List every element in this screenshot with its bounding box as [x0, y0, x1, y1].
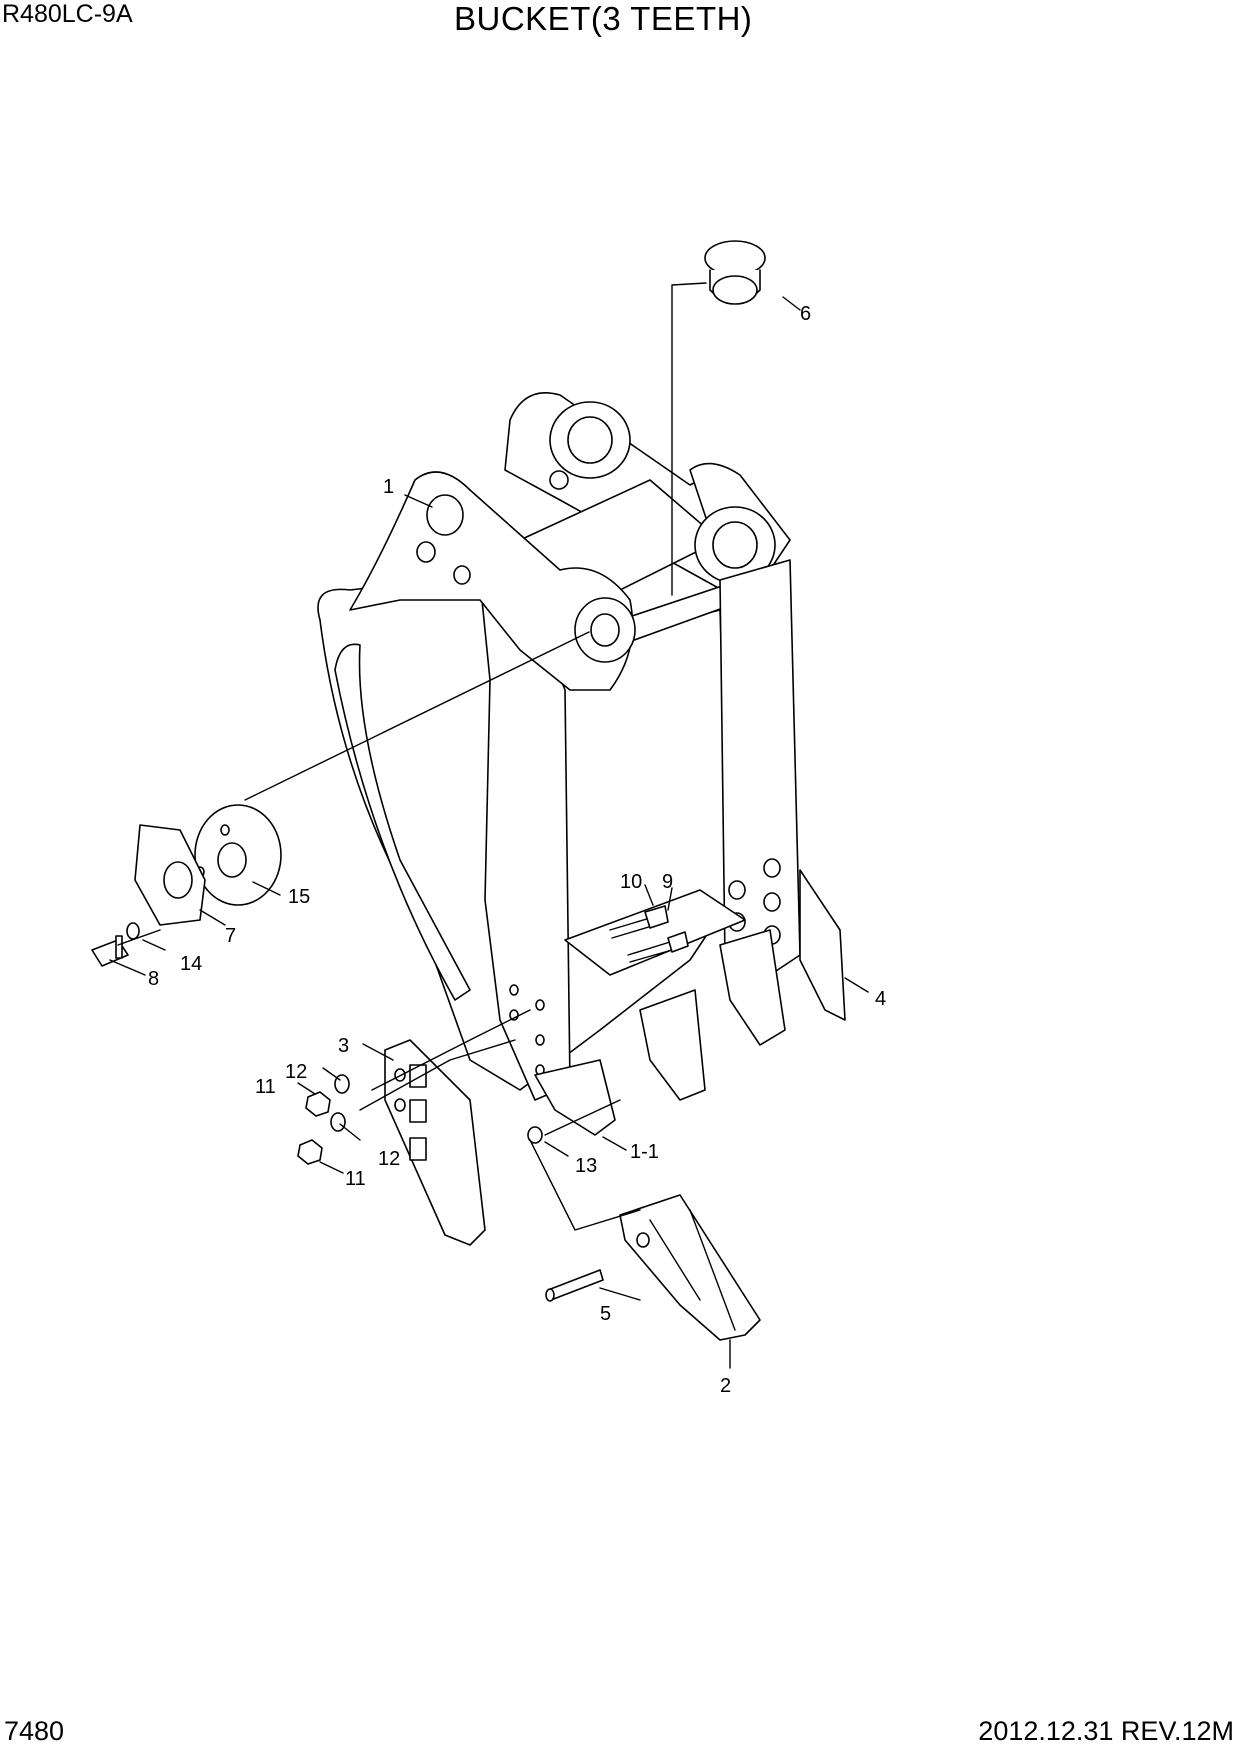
callout-11b: 11	[345, 1168, 366, 1190]
shim-part-15	[194, 804, 282, 906]
side-protector-part-3	[384, 1039, 486, 1246]
model-number: R480LC-9A	[2, 0, 133, 28]
page-number: 7480	[4, 1716, 65, 1746]
bolt-part-8	[91, 922, 161, 967]
revision-date: 2012.12.31 REV.12M	[978, 1716, 1234, 1746]
bushing-part-6	[704, 240, 766, 305]
bolts-part-9-10	[609, 905, 689, 963]
side-cutter-right	[799, 869, 846, 1021]
pin-part-5	[545, 1269, 604, 1302]
callout-13: 13	[575, 1155, 597, 1177]
boss-plate-part-7	[134, 824, 206, 926]
callout-15: 15	[288, 886, 310, 908]
washer-part-13	[527, 1126, 543, 1144]
tooth-part-2	[619, 1194, 761, 1341]
callout-7: 7	[225, 925, 236, 947]
callout-14: 14	[180, 953, 202, 975]
callout-4: 4	[875, 988, 886, 1010]
callout-3: 3	[338, 1035, 349, 1057]
callout-12b: 12	[378, 1148, 400, 1170]
callout-1-1: 1-1	[630, 1141, 659, 1163]
callout-6: 6	[800, 303, 811, 325]
bucket-body	[317, 391, 801, 1101]
nuts-washers-part-11-12	[297, 1074, 350, 1165]
callout-8: 8	[148, 968, 159, 990]
callout-10: 10	[620, 871, 642, 893]
diagram-title: BUCKET(3 TEETH)	[454, 0, 753, 37]
callout-12a: 12	[285, 1061, 307, 1083]
callout-2: 2	[720, 1375, 731, 1397]
callout-labels: 1 6 15 7 14 8 10 9 4 3 12 11 12 11 13 1-…	[148, 303, 886, 1397]
callout-1: 1	[383, 476, 394, 498]
callout-11a: 11	[255, 1076, 276, 1098]
leader-lines	[109, 282, 869, 1369]
callout-9: 9	[662, 871, 673, 893]
callout-5: 5	[600, 1303, 611, 1325]
tooth-adapters	[534, 929, 786, 1136]
